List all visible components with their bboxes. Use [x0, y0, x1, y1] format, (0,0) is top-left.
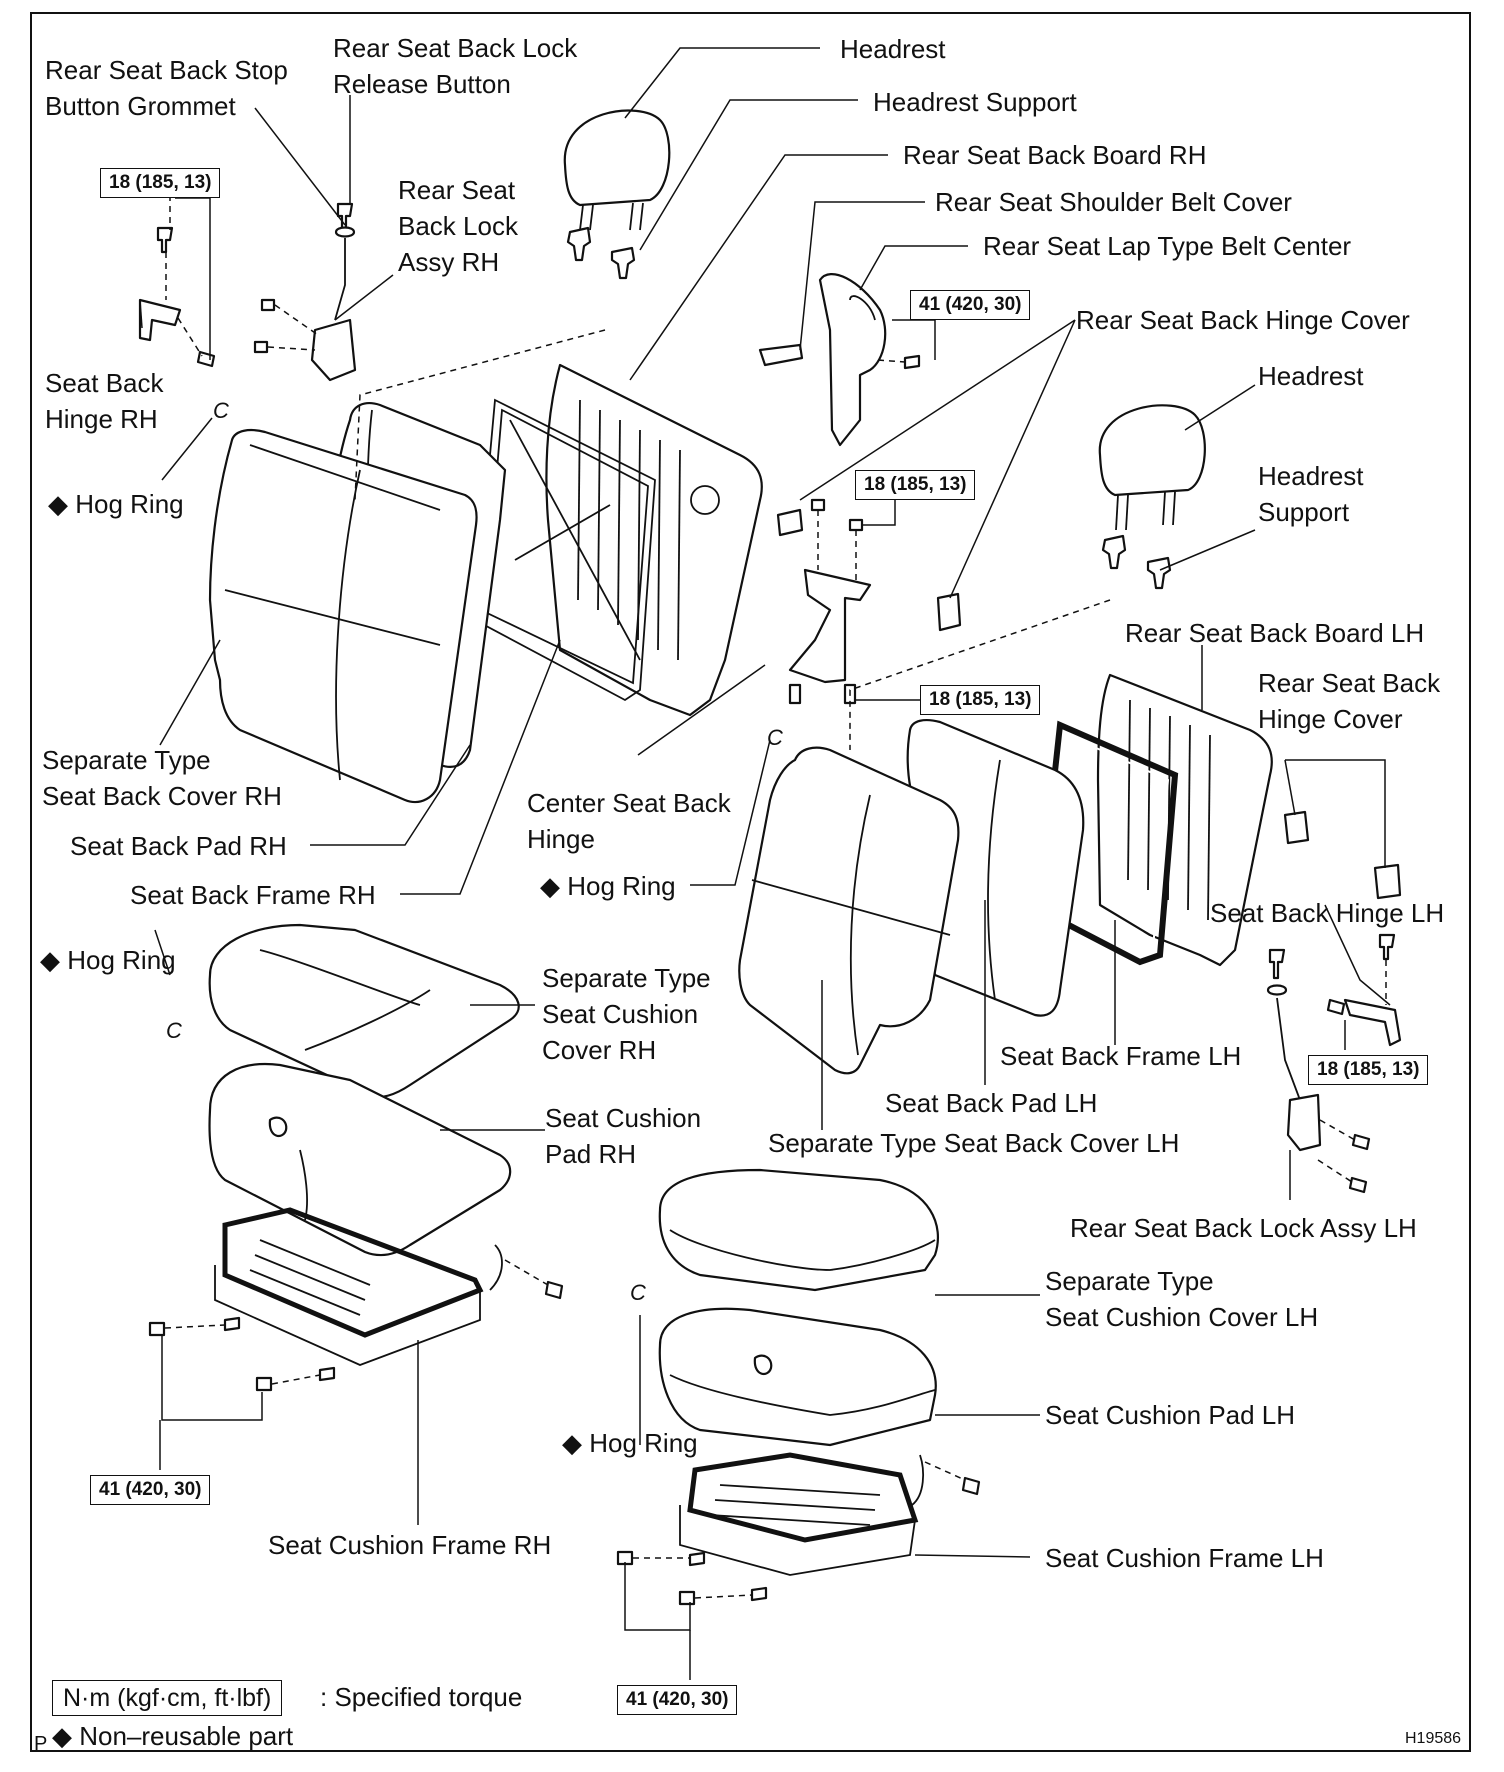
label-cushion-cover-lh: Separate Type Seat Cushion Cover LH — [1045, 1266, 1319, 1332]
torque-box-5: 18 (185, 13) — [1308, 1055, 1429, 1085]
torque-box-6: 41 (420, 30) — [90, 1475, 211, 1505]
label-cushion-frame-lh: Seat Cushion Frame LH — [1045, 1543, 1324, 1573]
label-shoulder-belt-cover: Rear Seat Shoulder Belt Cover — [935, 187, 1292, 217]
c-mark-3: C — [166, 1018, 182, 1043]
back-board-rh-shape — [545, 363, 763, 717]
torque-box-3: 18 (185, 13) — [855, 470, 976, 500]
label-hog-ring-4: ◆ Hog Ring — [562, 1428, 698, 1458]
label-back-cover-rh: Separate Type Seat Back Cover RH — [42, 745, 282, 811]
label-headrest-support-rh: Headrest Support — [873, 87, 1077, 117]
hinge-covers-shape — [776, 508, 1402, 900]
label-hinge-cover-lh: Rear Seat Back Hinge Cover — [1258, 668, 1441, 734]
leader-lines — [139, 47, 1391, 1558]
c-mark-2: C — [767, 725, 783, 750]
cushion-frame-rh-shape — [148, 1207, 564, 1392]
figure-code: H19586 — [1405, 1730, 1462, 1747]
back-cover-lh-shape — [738, 746, 960, 1075]
label-headrest-lh: Headrest — [1258, 361, 1364, 391]
label-lap-belt-center: Rear Seat Lap Type Belt Center — [983, 231, 1352, 261]
label-cushion-pad-lh: Seat Cushion Pad LH — [1045, 1400, 1296, 1430]
hinge-rh-shape — [138, 226, 216, 368]
label-cushion-frame-rh: Seat Cushion Frame RH — [268, 1530, 552, 1560]
label-stop-button-grommet: Rear Seat Back Stop Button Grommet — [45, 55, 288, 121]
cushion-cover-lh-shape — [658, 1168, 940, 1292]
cushion-pad-rh-shape — [208, 1063, 512, 1257]
label-hinge-rh: Seat Back Hinge RH — [45, 368, 164, 434]
legend-page-letter: P — [34, 1733, 48, 1755]
label-hog-ring-1: ◆ Hog Ring — [48, 489, 184, 519]
torque-box-4: 18 (185, 13) — [920, 685, 1041, 715]
legend-unit-box: N·m (kgf·cm, ft·lbf) — [52, 1680, 283, 1716]
torque-box-7: 41 (420, 30) — [617, 1685, 738, 1715]
label-headrest-rh: Headrest — [840, 34, 946, 64]
label-back-pad-rh: Seat Back Pad RH — [70, 831, 287, 861]
torque-brackets — [159, 197, 1346, 1680]
back-cover-rh-shape — [208, 429, 478, 804]
center-hinge-shape — [788, 498, 872, 705]
torque-box-1: 18 (185, 13) — [100, 168, 221, 198]
cushion-frame-lh-shape — [616, 1452, 981, 1606]
label-back-pad-lh: Seat Back Pad LH — [885, 1088, 1098, 1118]
legend-non-reusable: ◆ Non–reusable part — [52, 1721, 294, 1751]
belt-center-shape — [758, 273, 921, 447]
label-back-cover-lh: Separate Type Seat Back Cover LH — [768, 1128, 1180, 1158]
label-center-hinge: Center Seat Back Hinge — [527, 788, 731, 854]
lock-assy-rh-shape — [253, 202, 357, 382]
headrest-rh-shape — [563, 109, 671, 280]
c-mark-4: C — [630, 1280, 646, 1305]
label-lock-release-button: Rear Seat Back Lock Release Button — [333, 33, 578, 99]
legend-unit-text: : Specified torque — [320, 1682, 523, 1712]
label-back-board-rh: Rear Seat Back Board RH — [903, 140, 1207, 170]
headrest-lh-shape — [1098, 404, 1206, 590]
label-back-frame-rh: Seat Back Frame RH — [130, 880, 376, 910]
label-hog-ring-2: ◆ Hog Ring — [540, 871, 676, 901]
label-cushion-cover-rh: Separate Type Seat Cushion Cover RH — [542, 963, 711, 1065]
cushion-cover-rh-shape — [208, 923, 520, 1099]
label-lock-assy-rh: Rear Seat Back Lock Assy RH — [398, 175, 518, 277]
label-headrest-support-lh: Headrest Support — [1258, 461, 1364, 527]
label-hinge-lh: Seat Back Hinge LH — [1210, 898, 1445, 928]
label-hog-ring-3: ◆ Hog Ring — [40, 945, 176, 975]
label-cushion-pad-rh: Seat Cushion Pad RH — [545, 1103, 702, 1169]
torque-box-2: 41 (420, 30) — [910, 290, 1031, 320]
label-lock-assy-lh: Rear Seat Back Lock Assy LH — [1070, 1213, 1417, 1243]
lock-assy-lh-shape — [1266, 948, 1371, 1194]
diagram-frame — [30, 12, 1471, 1752]
label-back-frame-lh: Seat Back Frame LH — [1000, 1041, 1242, 1071]
label-back-board-lh: Rear Seat Back Board LH — [1125, 618, 1425, 648]
c-mark-1: C — [213, 398, 229, 423]
back-board-lh-shape — [1096, 673, 1273, 967]
hinge-lh-shape — [1326, 933, 1402, 1047]
back-pad-lh-shape — [906, 719, 1085, 1017]
cushion-pad-lh-shape — [658, 1307, 937, 1447]
dashed-alignment-lines — [169, 195, 1111, 750]
label-hinge-cover-upper: Rear Seat Back Hinge Cover — [1076, 305, 1410, 335]
